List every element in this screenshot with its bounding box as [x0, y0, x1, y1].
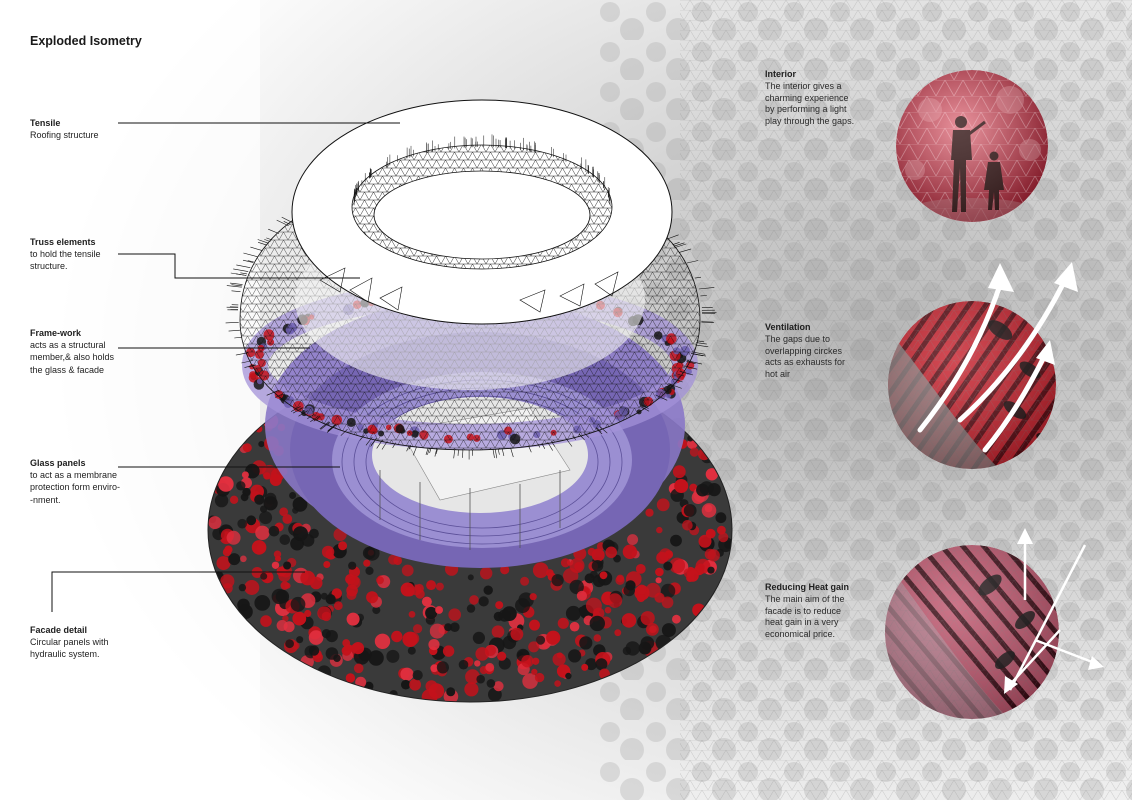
label-description: Circular panels with hydraulic system.	[30, 637, 109, 660]
label-tensile: Tensile Roofing structure	[30, 117, 99, 141]
detail-heading: Ventilation	[765, 322, 811, 332]
label-facade-detail: Facade detail Circular panels with hydra…	[30, 624, 109, 661]
label-heading: Tensile	[30, 118, 61, 128]
label-glass-panels: Glass panels to act as a membrane protec…	[30, 457, 120, 506]
page-title: Exploded Isometry	[30, 34, 142, 48]
label-description: to hold the tensile structure.	[30, 249, 101, 272]
label-description: to act as a membrane protection form env…	[30, 470, 121, 505]
detail-interior: Interior The interior gives a charming e…	[765, 69, 854, 128]
detail-heading: Interior	[765, 69, 797, 79]
detail-description: The main aim of the facade is to reduce …	[765, 593, 845, 640]
label-heading: Glass panels	[30, 458, 86, 468]
detail-reducing-heat-gain: Reducing Heat gain The main aim of the f…	[765, 582, 849, 641]
detail-description: The gaps due to overlapping circkes acts…	[765, 333, 846, 380]
detail-ventilation: Ventilation The gaps due to overlapping …	[765, 322, 845, 381]
label-heading: Frame-work	[30, 328, 82, 338]
detail-heading: Reducing Heat gain	[765, 582, 850, 592]
label-description: acts as a structural member,& also holds…	[30, 340, 115, 375]
label-description: Roofing structure	[30, 130, 99, 141]
label-frame-work: Frame-work acts as a structural member,&…	[30, 327, 114, 376]
detail-description: The interior gives a charming experience…	[765, 80, 855, 127]
label-heading: Truss elements	[30, 237, 96, 247]
label-truss-elements: Truss elements to hold the tensile struc…	[30, 236, 101, 273]
label-heading: Facade detail	[30, 625, 88, 635]
